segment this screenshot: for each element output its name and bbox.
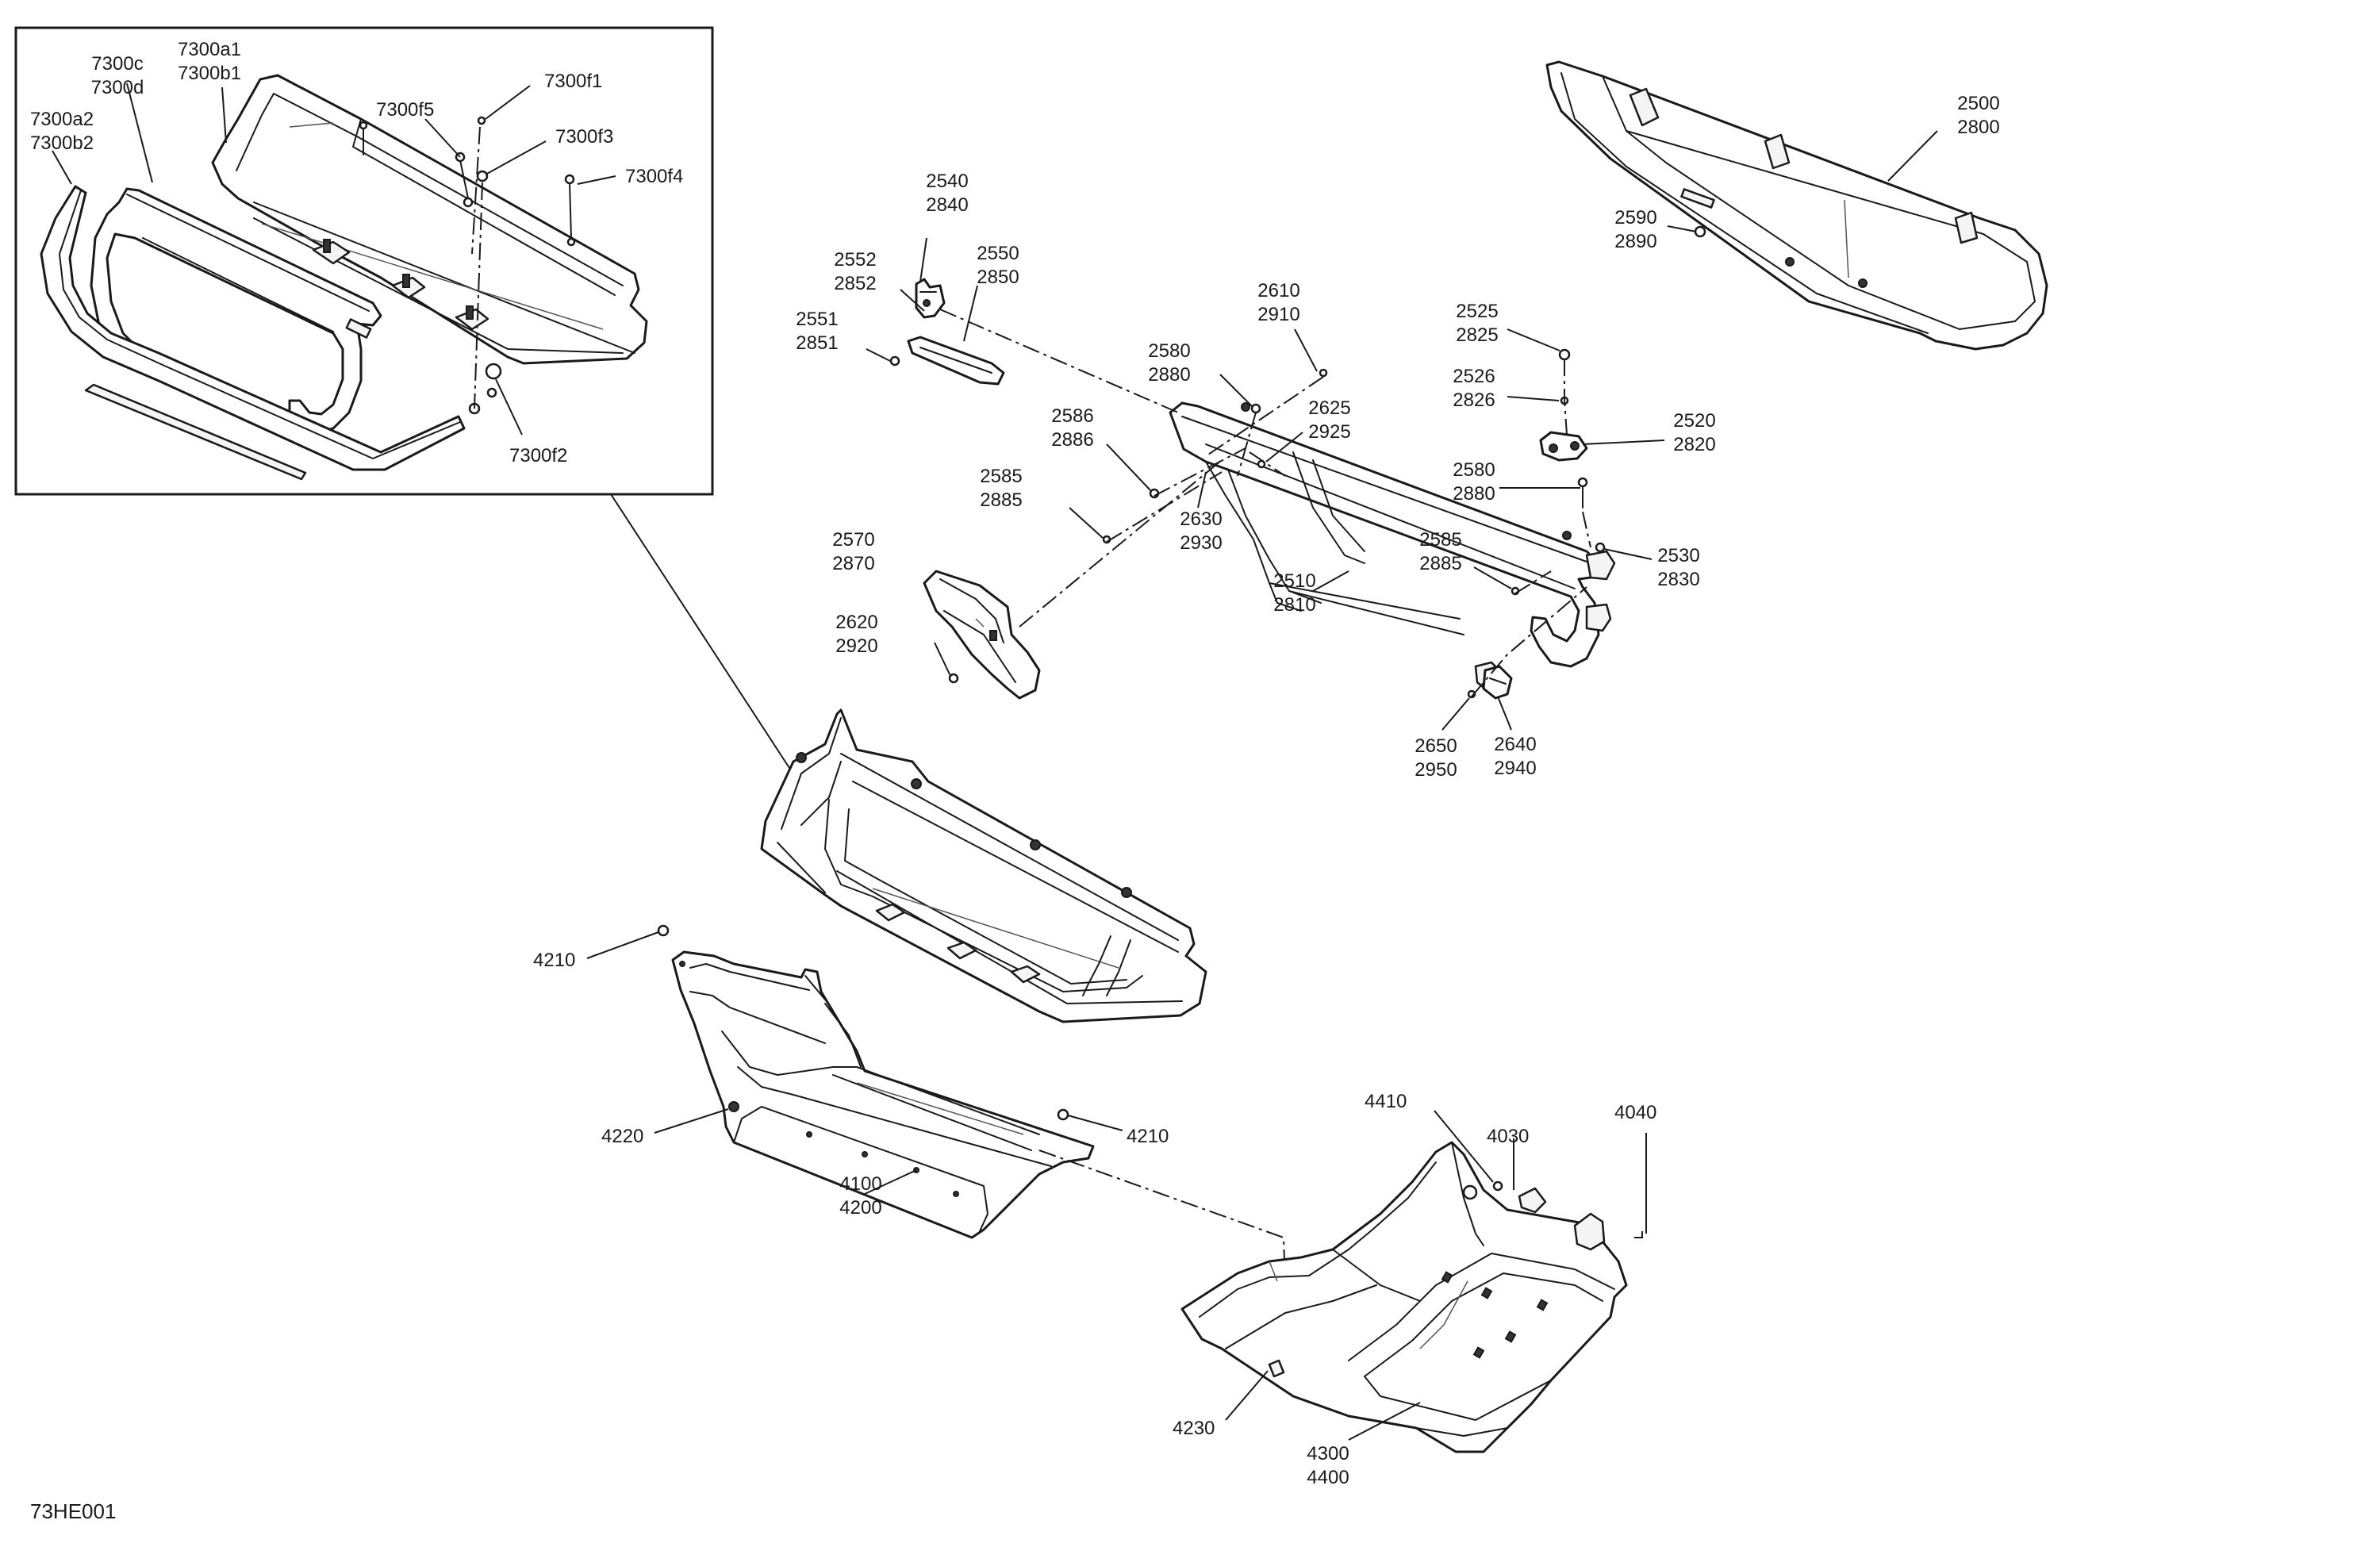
panel-4100 [671, 950, 1095, 1239]
hw-2525 [1558, 348, 1571, 361]
hw-2586 [1149, 488, 1160, 499]
callout-4410: 4410 [1365, 1091, 1407, 1112]
leaders [586, 130, 1938, 1441]
hw-2580a [1250, 403, 1261, 414]
callout-7300f1: 7300f1 [544, 71, 602, 92]
inset-hardware [455, 116, 576, 415]
hw-2610 [1319, 368, 1328, 378]
assembly-line-lower [1038, 1150, 1286, 1286]
callout-4230: 4230 [1173, 1418, 1215, 1439]
inset-door-panel [211, 74, 648, 365]
strap-2550 [907, 336, 1005, 386]
hw-4210b [1057, 1108, 1069, 1121]
top-cover [1545, 60, 2048, 351]
inset-rod [84, 383, 307, 481]
hw-2530 [1595, 542, 1606, 553]
hw-2590 [1694, 225, 1706, 238]
callout-4220: 4220 [601, 1126, 643, 1147]
hw-4210a [657, 924, 670, 937]
inset-seal-strip [40, 185, 466, 471]
hw-4030 [1518, 1187, 1547, 1214]
callout-7300f3: 7300f3 [555, 126, 613, 148]
callout-4210a: 4210 [533, 950, 575, 971]
door-assembly [760, 708, 1207, 1023]
hw-4230 [1268, 1359, 1285, 1378]
hw-2551 [889, 355, 900, 367]
callout-7300f2: 7300f2 [509, 445, 567, 466]
inset-frame [14, 26, 714, 496]
callout-4040: 4040 [1614, 1102, 1656, 1123]
callout-4030: 4030 [1487, 1126, 1529, 1147]
bracket-2640 [1482, 665, 1513, 700]
assembly-lines [939, 309, 1591, 697]
inset-to-door-leader [610, 493, 790, 769]
hinge-2540 [915, 278, 946, 319]
callout-4210b: 4210 [1127, 1126, 1169, 1147]
inset-leaders [52, 83, 616, 436]
hw-4410 [1492, 1180, 1503, 1192]
bracket-2520 [1539, 431, 1588, 462]
bracket-2570 [923, 570, 1041, 700]
hw-2620 [948, 673, 959, 684]
assembly-line-4040 [1634, 1231, 1643, 1238]
hw-4220 [728, 1101, 739, 1112]
callout-7300f5: 7300f5 [376, 99, 434, 121]
panel-4300 [1180, 1141, 1628, 1453]
inset-detail [14, 26, 714, 496]
drawing-reference: 73HE001 [30, 1499, 116, 1523]
callout-7300f4: 7300f4 [625, 166, 683, 187]
